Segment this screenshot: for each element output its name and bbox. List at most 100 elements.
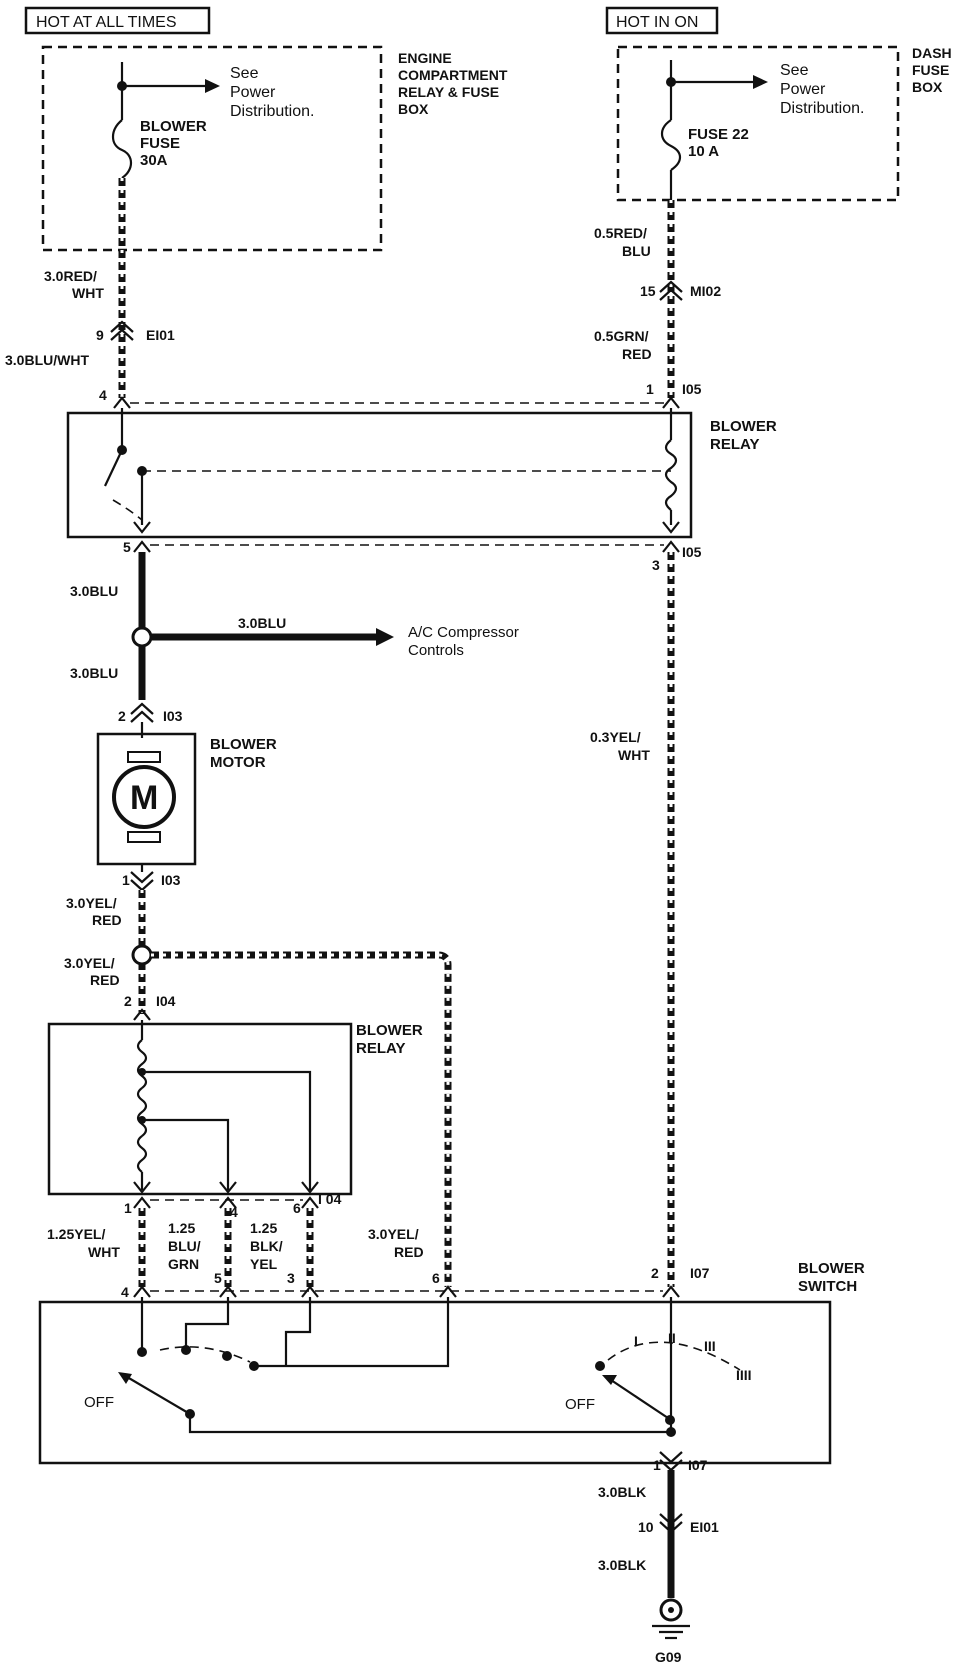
wire-blk-yel-2: BLK/ bbox=[250, 1238, 283, 1254]
blower-relay-lower bbox=[47, 1022, 353, 1196]
i05-b-pin: 3 bbox=[652, 557, 660, 573]
motor-m-glyph: M bbox=[130, 779, 158, 817]
wire-blu-c: 3.0BLU bbox=[70, 665, 118, 681]
wire-yel-wht-2: WHT bbox=[618, 747, 650, 763]
sw-pin-2: 2 bbox=[651, 1265, 659, 1281]
blower-relay-lower-label-2: RELAY bbox=[356, 1040, 405, 1057]
i04-pin-6: 6 bbox=[293, 1200, 301, 1216]
wire-blu-grn-3: GRN bbox=[168, 1256, 199, 1272]
engine-box-title-2: COMPARTMENT bbox=[398, 67, 508, 83]
switch-lever-left[interactable] bbox=[121, 1373, 191, 1415]
i05-a-pin: 1 bbox=[646, 381, 654, 397]
blower-switch-box bbox=[38, 1300, 832, 1465]
i03-bot-pin: 1 bbox=[122, 872, 130, 888]
connector-i03-top bbox=[130, 702, 154, 723]
blower-fuse-symbol bbox=[111, 119, 133, 179]
arrow-right-icon bbox=[753, 75, 768, 89]
sw-pin-6: 6 bbox=[432, 1270, 440, 1286]
hot-at-all-times-label: HOT AT ALL TIMES bbox=[36, 14, 177, 31]
i04-pin-4: 4 bbox=[230, 1204, 238, 1220]
wire-blk-a: 3.0BLK bbox=[598, 1484, 646, 1500]
wire-blk-yel-3: YEL bbox=[250, 1256, 278, 1272]
dash-box-title-1: DASH bbox=[912, 45, 952, 61]
see-right-3: Distribution. bbox=[780, 100, 864, 117]
connector-ei01-bottom bbox=[659, 1513, 683, 1534]
arrow-icon bbox=[602, 1375, 617, 1385]
wire-red-blu-2: BLU bbox=[622, 243, 651, 259]
connector-i03-bottom bbox=[130, 871, 154, 892]
splice-node bbox=[131, 944, 153, 966]
i04-top-label: I04 bbox=[156, 993, 176, 1009]
resistor-2 bbox=[136, 1087, 148, 1137]
arrow-icon bbox=[118, 1372, 132, 1384]
fuse-22-symbol bbox=[660, 119, 682, 171]
connector-ei01-top bbox=[110, 320, 134, 341]
see-left-1: See bbox=[230, 65, 259, 82]
see-right-2: Power bbox=[780, 81, 826, 98]
hot-at-all-times-box bbox=[24, 6, 211, 35]
i07-bot-label: I07 bbox=[688, 1457, 708, 1473]
relay-pin-5: 5 bbox=[123, 539, 131, 555]
see-right-1: See bbox=[780, 62, 809, 79]
wire-yel-red-a2: RED bbox=[92, 912, 122, 928]
wire-yel-red-b2: RED bbox=[90, 972, 120, 988]
i03-top-pin: 2 bbox=[118, 708, 126, 724]
see-left-3: Distribution. bbox=[230, 103, 314, 120]
blower-relay-lower-label-1: BLOWER bbox=[356, 1022, 423, 1039]
i03-bot-label: I03 bbox=[161, 872, 181, 888]
ac-label-2: Controls bbox=[408, 642, 464, 659]
blower-relay-upper bbox=[66, 411, 693, 539]
resistor-1 bbox=[136, 1039, 148, 1089]
blower-relay-upper-label-1: BLOWER bbox=[710, 418, 777, 435]
fuse-22-label-2: 10 A bbox=[688, 143, 719, 160]
switch-position-3: III bbox=[704, 1338, 716, 1354]
i07-top-label: I07 bbox=[690, 1265, 710, 1281]
engine-fuse-box bbox=[41, 45, 383, 252]
ei01-top-label: EI01 bbox=[146, 327, 175, 343]
wire-blk-yel-1: 1.25 bbox=[250, 1220, 277, 1236]
ei01-top-pin: 9 bbox=[96, 327, 104, 343]
wire-red-blu-1: 0.5RED/ bbox=[594, 225, 647, 241]
mi02-pin: 15 bbox=[640, 283, 656, 299]
wire-yel-wht-125-1: 1.25YEL/ bbox=[47, 1226, 105, 1242]
i05-b-label: I05 bbox=[682, 544, 702, 560]
blower-fuse-label-3: 30A bbox=[140, 152, 168, 169]
ei01-bot-label: EI01 bbox=[690, 1519, 719, 1535]
dash-fuse-box bbox=[616, 45, 900, 202]
wire-blk-b: 3.0BLK bbox=[598, 1557, 646, 1573]
ground-label: G09 bbox=[655, 1649, 682, 1665]
switch-position-4: IIII bbox=[736, 1367, 752, 1383]
arrow-right-icon bbox=[205, 79, 220, 93]
sw-pin-5: 5 bbox=[214, 1270, 222, 1286]
blower-fuse-label-2: FUSE bbox=[140, 135, 180, 152]
wire-blu-grn-2: BLU/ bbox=[168, 1238, 201, 1254]
i04-bottom-label: I 04 bbox=[318, 1191, 342, 1207]
switch-lever-right[interactable] bbox=[607, 1377, 672, 1421]
blower-switch-label-1: BLOWER bbox=[798, 1260, 865, 1277]
off-right-label: OFF bbox=[565, 1396, 595, 1413]
i03-top-label: I03 bbox=[163, 708, 183, 724]
blower-motor-box bbox=[96, 732, 197, 866]
blower-fuse-label-1: BLOWER bbox=[140, 118, 207, 135]
i07-bot-pin: 1 bbox=[653, 1457, 661, 1473]
wire-yel-wht-1: 0.3YEL/ bbox=[590, 729, 641, 745]
i04-top-pin: 2 bbox=[124, 993, 132, 1009]
wire-red-wht-1: 3.0RED/ bbox=[44, 268, 97, 284]
fuse-22-label-1: FUSE 22 bbox=[688, 126, 749, 143]
motor-symbol bbox=[112, 765, 176, 829]
engine-box-title-3: RELAY & FUSE bbox=[398, 84, 499, 100]
blower-motor-label-1: BLOWER bbox=[210, 736, 277, 753]
sw-pin-4: 4 bbox=[121, 1284, 129, 1300]
wire-blu-a: 3.0BLU bbox=[70, 583, 118, 599]
wire-yel-red-c1: 3.0YEL/ bbox=[368, 1226, 419, 1242]
off-left-label: OFF bbox=[84, 1394, 114, 1411]
hot-in-on-label: HOT IN ON bbox=[616, 14, 698, 31]
splice-node bbox=[131, 626, 153, 648]
switch-position-2: II bbox=[668, 1330, 676, 1346]
wire-yel-red-a1: 3.0YEL/ bbox=[66, 895, 117, 911]
engine-box-title-4: BOX bbox=[398, 101, 429, 117]
relay-coil-symbol bbox=[664, 439, 678, 511]
i04-pin-1: 1 bbox=[124, 1200, 132, 1216]
blower-motor-label-2: MOTOR bbox=[210, 754, 266, 771]
